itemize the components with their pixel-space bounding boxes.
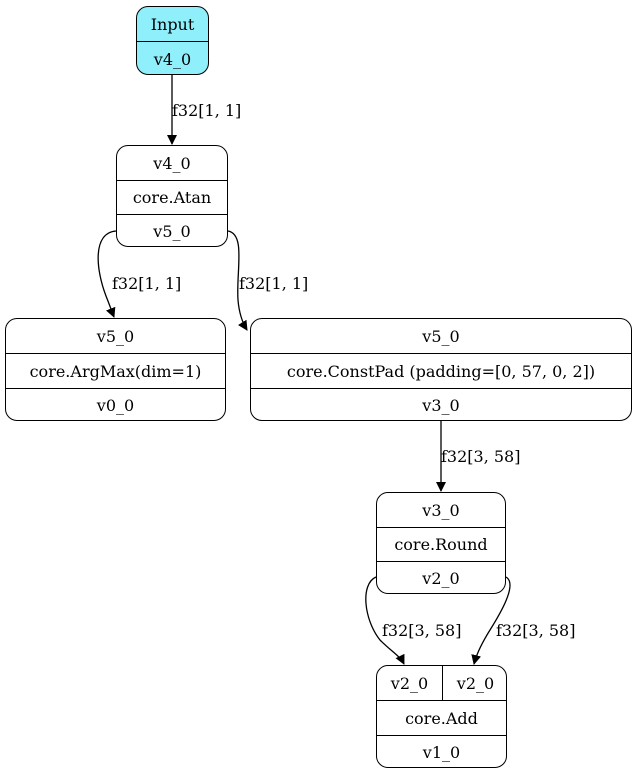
edge-label-round-to-add-a: f32[3, 58] [382, 621, 461, 640]
round-node-output: v2_0 [377, 561, 505, 593]
edge-atan-to-argmax [97, 230, 117, 318]
argmax-node-output: v0_0 [6, 388, 225, 420]
edge-label-input-to-atan: f32[1, 1] [172, 101, 241, 120]
edge-label-atan-to-argmax: f32[1, 1] [112, 274, 181, 293]
input-node-title: Input [150, 14, 195, 34]
edge-atan-to-constpad [227, 230, 248, 331]
input-node-output: v4_0 [137, 41, 208, 74]
add-node-op: core.Add [377, 700, 506, 735]
atan-node-input: v4_0 [153, 153, 191, 173]
edge-round-to-add-b [471, 576, 511, 665]
constpad-node-op: core.ConstPad (padding=[0, 57, 0, 2]) [251, 353, 631, 388]
input-node[interactable]: Input v4_0 [136, 6, 209, 75]
edge-label-round-to-add-b: f32[3, 58] [496, 621, 575, 640]
round-node[interactable]: v3_0 core.Round v2_0 [376, 492, 506, 594]
round-node-op: core.Round [377, 527, 505, 561]
add-node-input-b: v2_0 [442, 666, 506, 700]
argmax-node-op: core.ArgMax(dim=1) [6, 353, 225, 388]
edge-label-atan-to-constpad: f32[1, 1] [239, 274, 308, 293]
round-node-input: v3_0 [422, 500, 460, 520]
add-node[interactable]: v2_0 v2_0 core.Add v1_0 [376, 665, 507, 768]
add-node-input-a: v2_0 [390, 673, 429, 693]
constpad-node-input: v5_0 [422, 326, 460, 346]
constpad-node-output: v3_0 [251, 388, 631, 420]
edge-label-constpad-to-round: f32[3, 58] [441, 447, 520, 466]
add-node-output: v1_0 [377, 735, 506, 767]
atan-node-output: v5_0 [117, 214, 227, 246]
atan-node[interactable]: v4_0 core.Atan v5_0 [116, 145, 228, 247]
edge-round-to-add-a [365, 576, 405, 665]
atan-node-op: core.Atan [117, 180, 227, 214]
add-node-inputs: v2_0 v2_0 [377, 666, 506, 700]
argmax-node-input: v5_0 [96, 326, 135, 346]
argmax-node[interactable]: v5_0 core.ArgMax(dim=1) v0_0 [5, 318, 226, 421]
constpad-node[interactable]: v5_0 core.ConstPad (padding=[0, 57, 0, 2… [250, 318, 632, 421]
